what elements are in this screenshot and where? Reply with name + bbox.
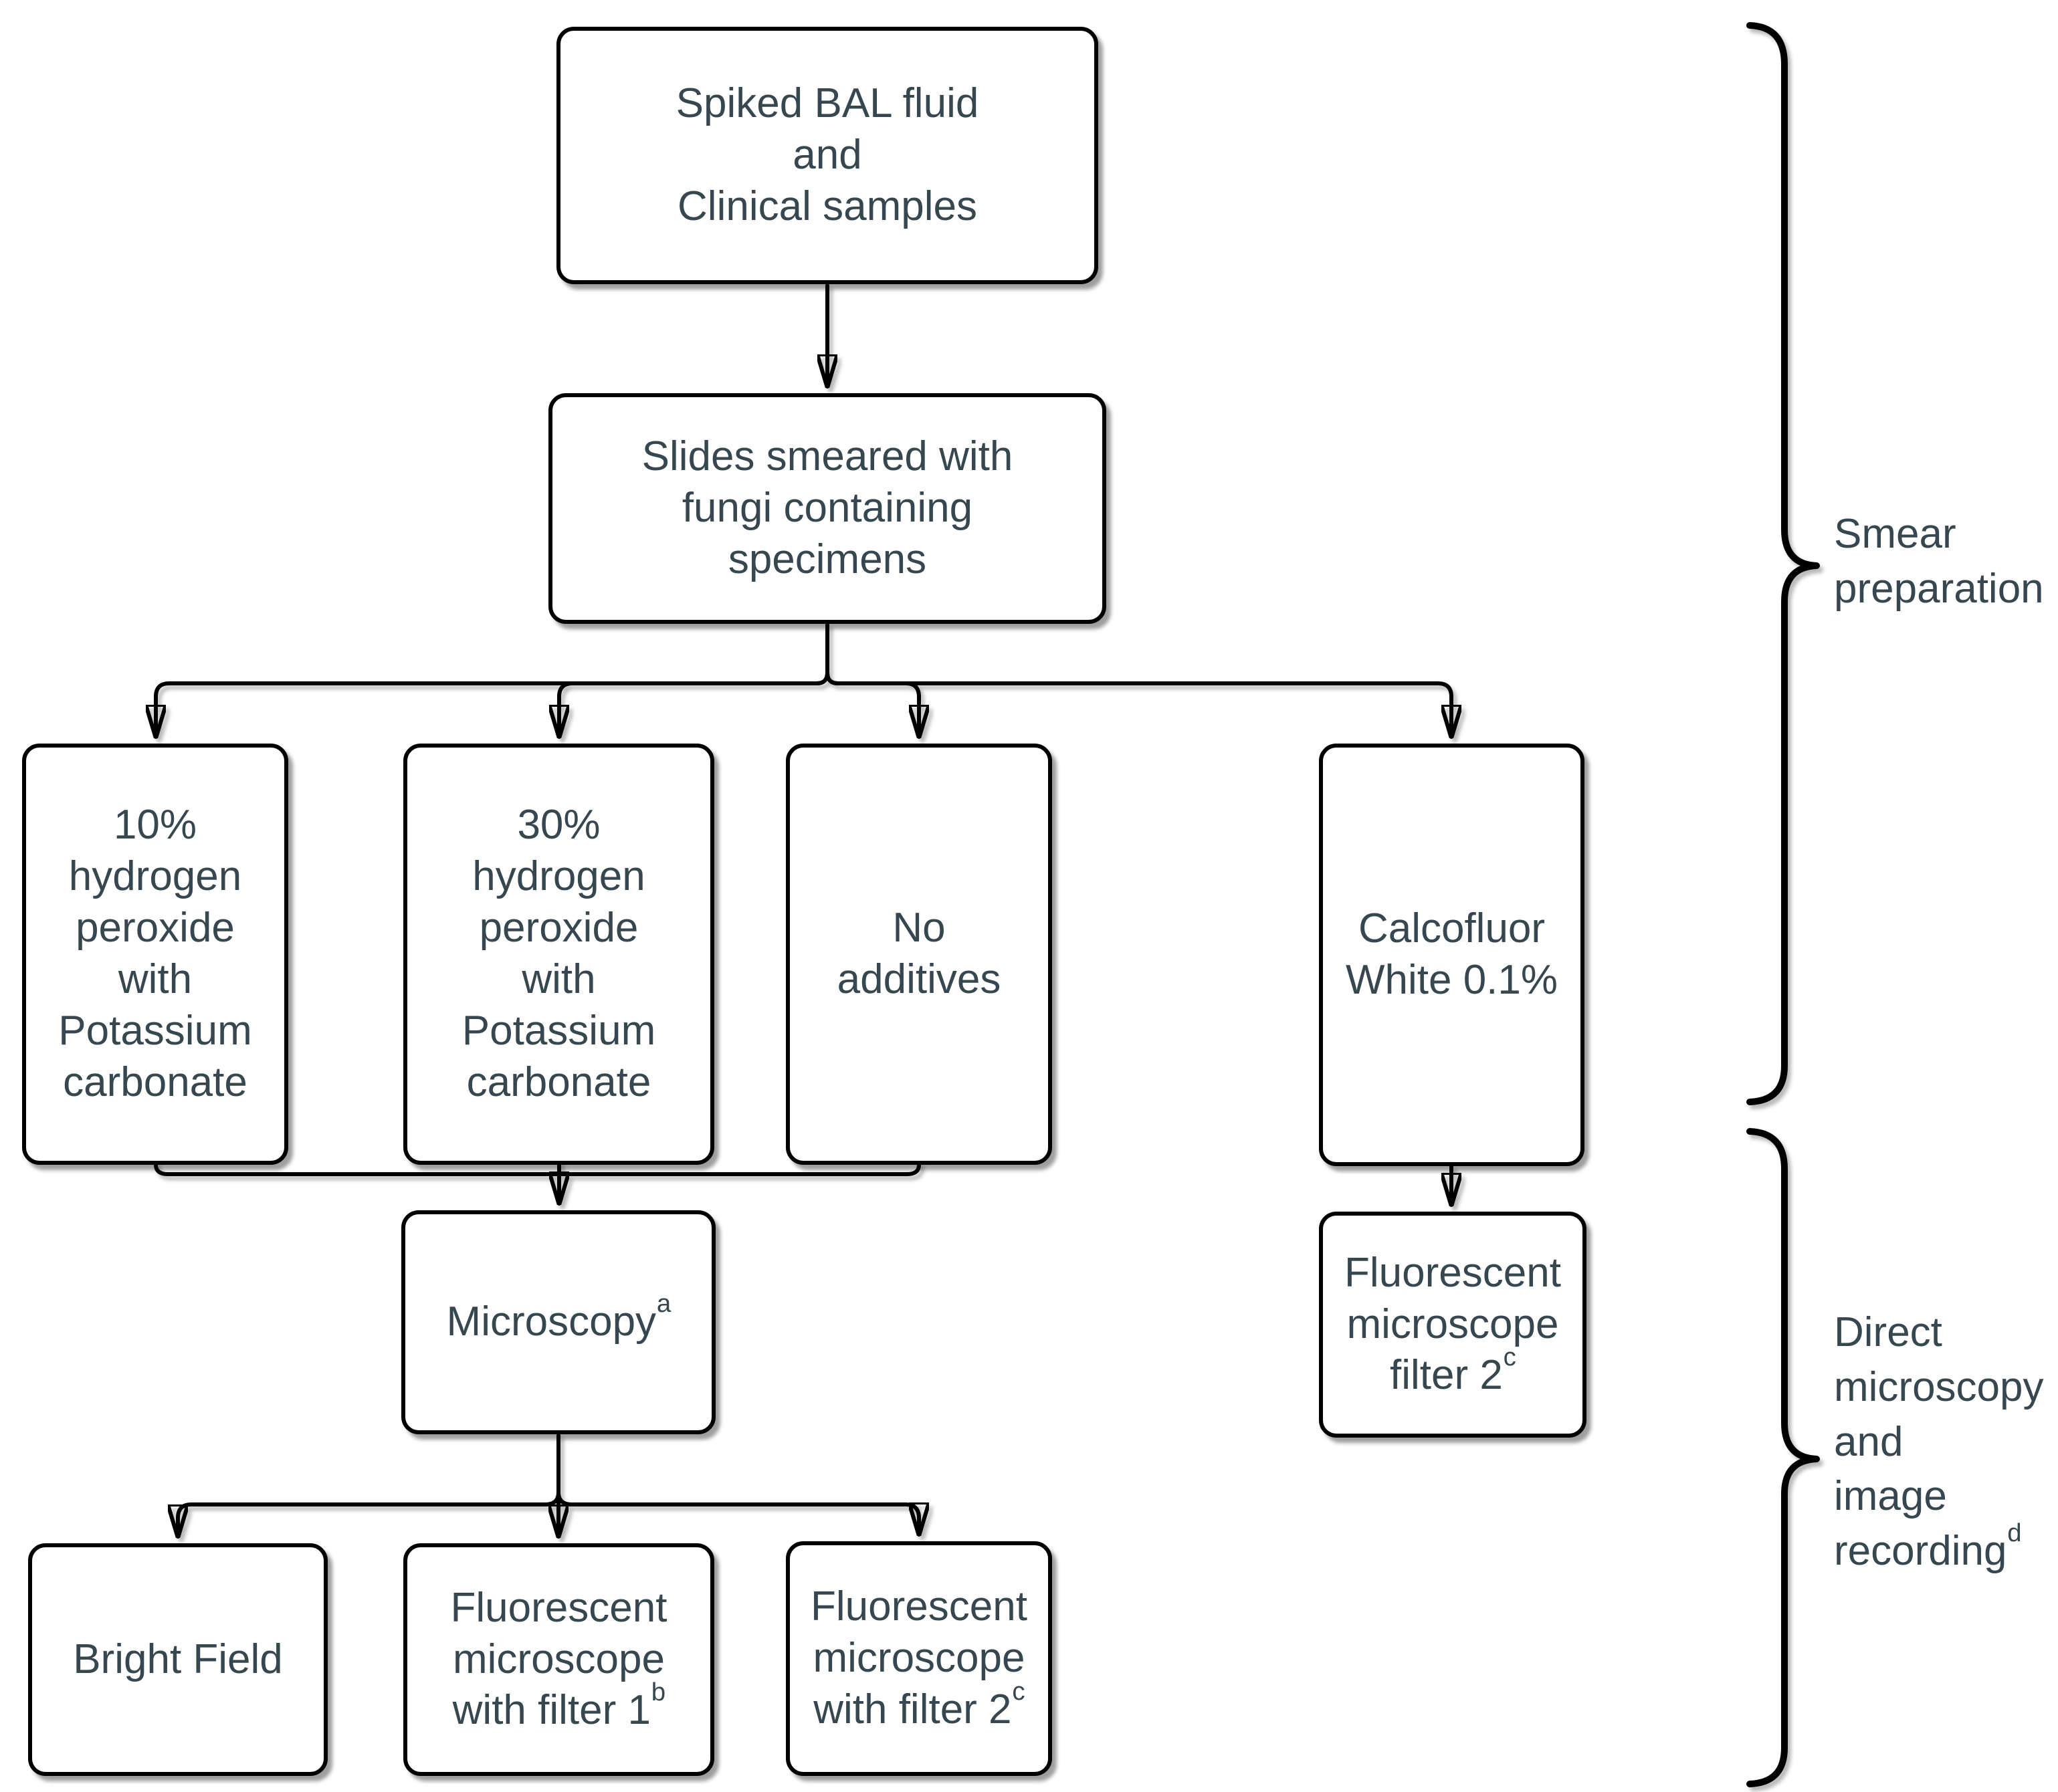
node-fluorescent-filter1: Fluorescent microscope with filter 1b	[403, 1543, 714, 1776]
edge-slides-to-calcofluor	[825, 623, 1451, 739]
node-fluorescent-filter2-right: Fluorescent microscope filter 2c	[1319, 1212, 1586, 1438]
footnote-marker-b: b	[651, 1678, 666, 1707]
node-no-additives: No additives	[786, 744, 1052, 1165]
edge-slides-to-h2o2-30	[559, 623, 829, 739]
node-label: Spiked BAL fluid and Clinical samples	[676, 80, 979, 229]
edge-no-additives-merge	[557, 1161, 921, 1176]
footnote-marker-c: c	[1503, 1343, 1516, 1372]
edge-h2o2-10-merge	[154, 1161, 561, 1176]
brace-direct-microscopy	[1746, 1128, 1820, 1787]
node-spiked-bal-fluid: Spiked BAL fluid and Clinical samples	[556, 27, 1098, 284]
edge-slides-to-no-additives	[825, 623, 919, 739]
node-label: No additives	[837, 905, 1001, 1002]
node-fluorescent-filter2-bottom: Fluorescent microscope with filter 2c	[786, 1541, 1052, 1776]
node-label: Microscopya	[446, 1289, 672, 1345]
node-label: Bright Field	[73, 1636, 283, 1682]
edge-microscopy-to-filter2-bottom	[556, 1434, 919, 1537]
node-hydrogen-peroxide-10: 10% hydrogen peroxide with Potassium car…	[22, 744, 288, 1165]
edge-microscopy-to-bright-field	[178, 1434, 560, 1539]
node-calcofluor-white: Calcofluor White 0.1%	[1319, 744, 1584, 1166]
brace-label-direct-microscopy: Direct microscopy and image recordingd	[1834, 1309, 2044, 1575]
footnote-marker-a: a	[656, 1289, 672, 1318]
node-bright-field: Bright Field	[28, 1543, 328, 1776]
node-slides-smeared: Slides smeared with fungi containing spe…	[548, 393, 1106, 624]
edge-slides-to-h2o2-10	[156, 623, 829, 739]
node-label: Calcofluor White 0.1%	[1345, 905, 1558, 1003]
brace-label-smear-preparation: Smear preparation	[1834, 511, 2044, 612]
brace-smear-preparation	[1746, 22, 1820, 1105]
node-label: 30% hydrogen peroxide with Potassium car…	[461, 802, 656, 1105]
footnote-marker-c: c	[1012, 1676, 1025, 1706]
footnote-marker-d: d	[2007, 1519, 2022, 1548]
node-label: Slides smeared with fungi containing spe…	[641, 433, 1013, 582]
node-microscopy: Microscopya	[401, 1210, 716, 1434]
node-hydrogen-peroxide-30: 30% hydrogen peroxide with Potassium car…	[403, 744, 714, 1165]
node-label: Fluorescent microscope with filter 1b	[450, 1584, 667, 1734]
node-label: Fluorescent microscope filter 2c	[1344, 1249, 1561, 1399]
node-label: 10% hydrogen peroxide with Potassium car…	[58, 802, 252, 1105]
node-label: Fluorescent microscope with filter 2c	[811, 1583, 1027, 1732]
